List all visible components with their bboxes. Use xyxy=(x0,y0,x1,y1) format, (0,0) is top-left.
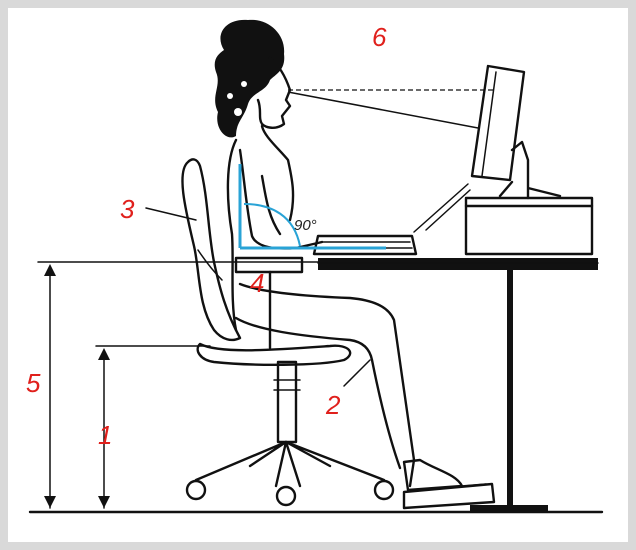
chair-base xyxy=(196,442,384,486)
label-desk-height: 5 xyxy=(26,368,41,398)
monitor-screen xyxy=(472,66,524,180)
chair-caster xyxy=(187,481,205,499)
keyboard xyxy=(314,184,470,254)
elbow-angle-label: 90° xyxy=(294,217,317,234)
backrest-leader xyxy=(146,208,196,220)
chair-seat xyxy=(198,344,350,365)
desk-foot xyxy=(470,505,548,512)
label-eye-line: 6 xyxy=(372,22,387,52)
desk-height-dimension xyxy=(38,262,318,508)
label-thigh-clearance: 2 xyxy=(325,390,341,420)
desk-top xyxy=(318,258,598,270)
eye-line-to-screen xyxy=(288,92,478,128)
thigh-leader xyxy=(344,360,370,386)
seat-height-dimension xyxy=(96,346,210,508)
chair-caster xyxy=(277,487,295,505)
monitor-stand xyxy=(500,142,560,198)
chair-caster xyxy=(375,481,393,499)
chair-column xyxy=(278,362,296,442)
desk xyxy=(318,258,598,512)
label-backrest: 3 xyxy=(120,194,135,224)
label-seat-height: 1 xyxy=(98,420,112,450)
person-leg xyxy=(236,284,414,486)
person-torso xyxy=(228,126,293,330)
document-holder xyxy=(414,184,470,232)
label-armrest: 4 xyxy=(250,268,264,298)
person-hair xyxy=(215,20,285,138)
chair-armrest xyxy=(236,258,302,272)
monitor xyxy=(466,66,592,254)
